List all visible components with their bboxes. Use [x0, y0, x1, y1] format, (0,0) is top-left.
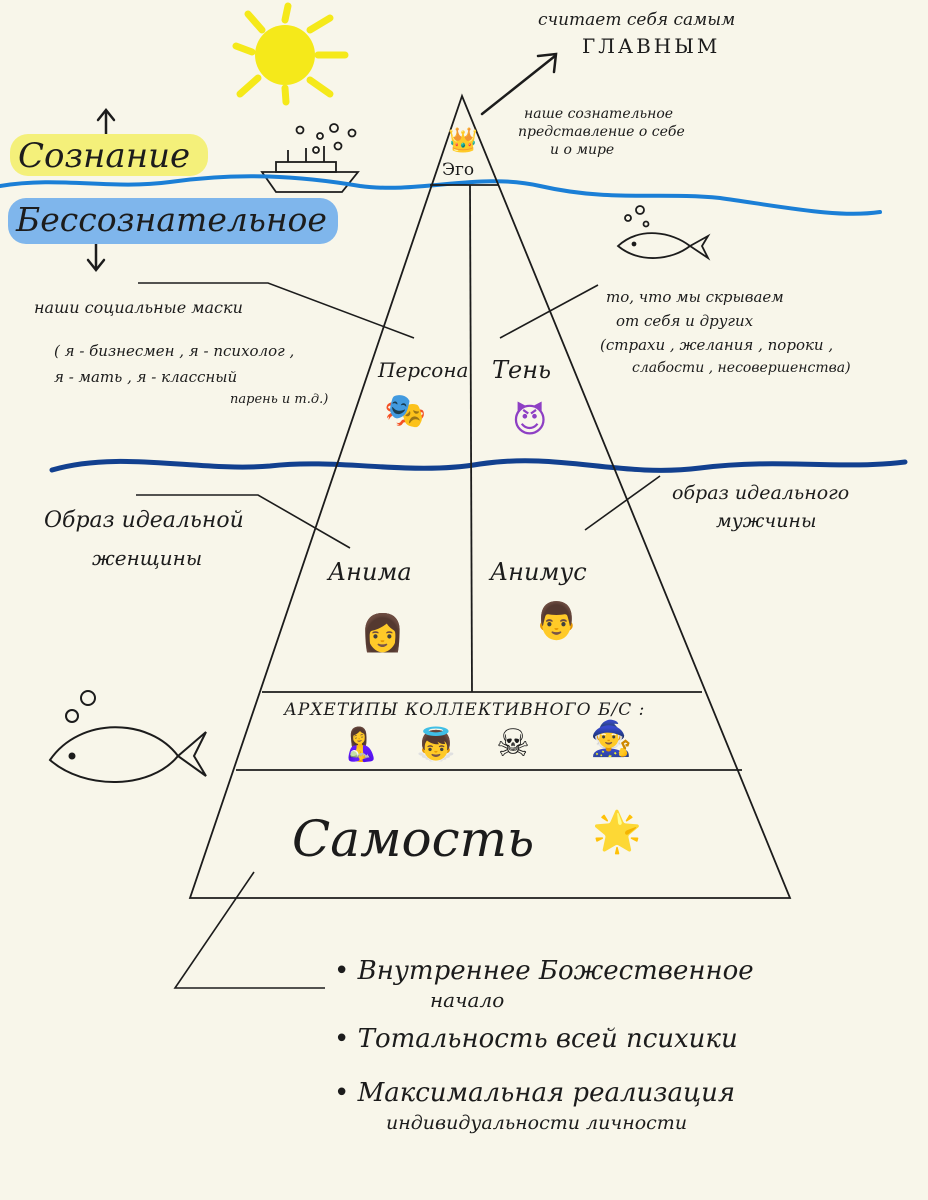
- wizard-icon: 🧙: [590, 722, 632, 756]
- persona-note-3: я - мать , я - классный: [54, 368, 237, 386]
- man-icon: 👨: [534, 604, 579, 640]
- anima-label: Анима: [328, 558, 412, 586]
- shadow-note-4: слабости , несовершенства): [632, 360, 851, 376]
- self-point-3: • Максимальная реализация: [334, 1078, 735, 1108]
- shadow-note-2: от себя и других: [616, 312, 753, 330]
- middle-water-wave: [52, 461, 905, 471]
- masks-icon: 🎭: [384, 394, 426, 428]
- animus-label: Анимус: [490, 558, 587, 586]
- mother-icon: 🤱: [340, 728, 380, 760]
- shadow-label: Тень: [492, 356, 551, 384]
- skull-icon: ☠: [496, 724, 530, 762]
- animus-note-1: образ идеального: [672, 482, 849, 504]
- baby-angel-icon: 👼: [416, 728, 456, 760]
- ego-note-3: и о мире: [550, 142, 614, 158]
- woman-icon: 👩: [360, 616, 405, 652]
- devil-icon: 😈: [512, 404, 547, 438]
- ego-note-2: представление о себе: [518, 124, 685, 140]
- persona-note-4: парень и т.д.): [230, 392, 328, 407]
- persona-label: Персона: [378, 358, 468, 382]
- self-label: Самость: [292, 810, 534, 868]
- self-point-2: • Тотальность всей психики: [334, 1024, 738, 1054]
- fish-icon: [618, 206, 708, 258]
- shadow-note-1: то, что мы скрываем: [606, 288, 784, 306]
- self-point-1: • Внутреннее Божественное: [334, 956, 754, 986]
- self-point-1-cont: начало: [430, 988, 504, 1012]
- archetypes-label: АРХЕТИПЫ КОЛЛЕКТИВНОГО Б/С :: [284, 700, 645, 720]
- persona-note-2: ( я - бизнесмен , я - психолог ,: [54, 342, 294, 360]
- ego-note-top-1: считает себя самым: [538, 10, 735, 30]
- star-icon: 🌟: [592, 812, 642, 852]
- crown-icon: 👑: [448, 128, 478, 152]
- ego-label: Эго: [442, 160, 474, 180]
- consciousness-label: Сознание: [18, 136, 190, 176]
- self-point-3-cont: индивидуальности личности: [386, 1112, 687, 1134]
- persona-note-1: наши социальные маски: [34, 298, 243, 317]
- sun-icon: [236, 6, 345, 102]
- anima-note-2: женщины: [92, 546, 202, 570]
- fish-icon-large: [50, 691, 206, 782]
- animus-note-2: мужчины: [716, 510, 816, 532]
- anima-note-1: Образ идеальной: [44, 508, 244, 533]
- ego-note-1: наше сознательное: [524, 106, 673, 122]
- ego-note-top-2: ГЛАВНЫМ: [582, 34, 720, 58]
- shadow-note-3: (страхи , желания , пороки ,: [600, 336, 833, 354]
- unconscious-label: Бессознательное: [16, 200, 327, 239]
